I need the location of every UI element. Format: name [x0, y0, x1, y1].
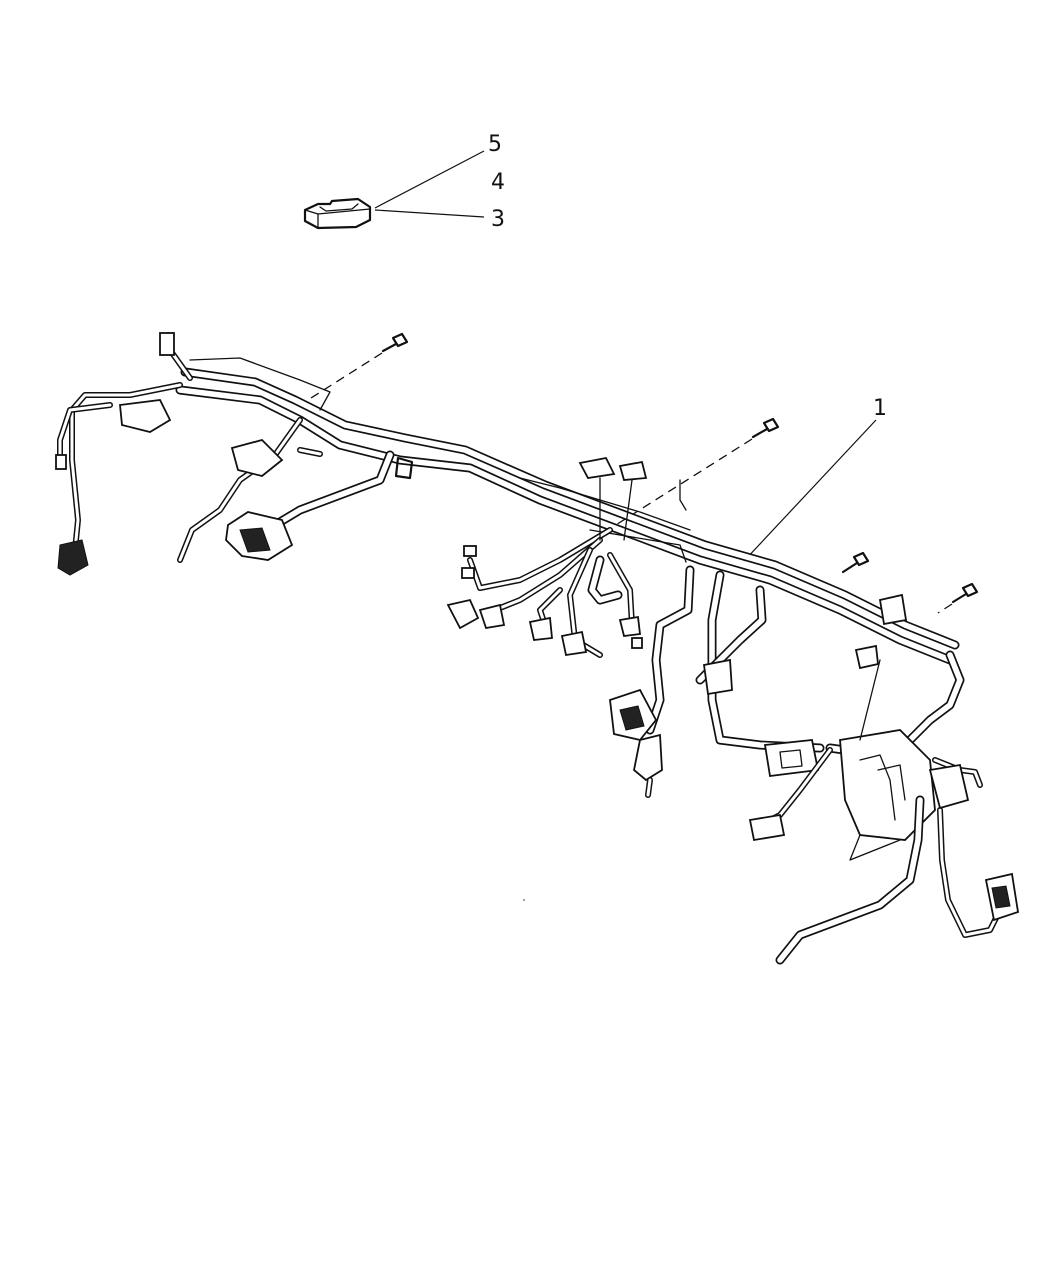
- bolt-right-2: [937, 582, 979, 614]
- callout-leaders-3-5: [374, 150, 485, 218]
- right-end-branch: [748, 593, 1020, 965]
- bolt-right-1: [841, 551, 870, 574]
- callout-5: 5: [488, 132, 502, 157]
- left-branch: [55, 332, 323, 576]
- stray-dot: [523, 899, 525, 901]
- callout-1: 1: [873, 396, 887, 421]
- left-center-branch: [225, 450, 414, 561]
- callout-leader-1: [743, 419, 877, 562]
- callout-4: 4: [491, 170, 505, 195]
- bolt-left: [299, 332, 409, 406]
- bolt-center: [591, 417, 780, 541]
- center-connector-cluster: [446, 456, 648, 658]
- fuse-block-part: [303, 197, 372, 230]
- callout-3: 3: [491, 207, 505, 232]
